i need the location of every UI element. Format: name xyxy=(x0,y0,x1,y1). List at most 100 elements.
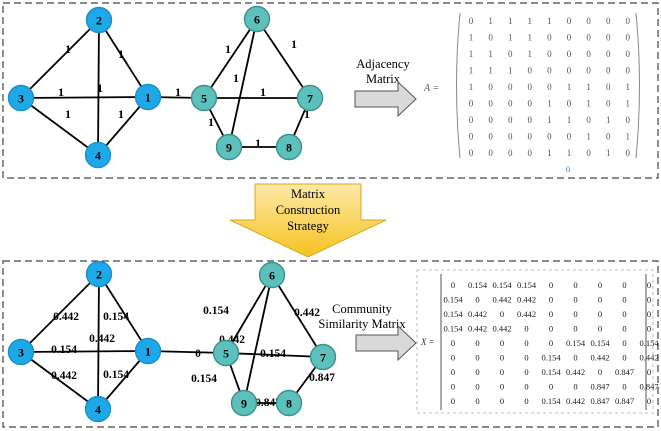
adjacency-matrix-cell: 0 xyxy=(567,33,572,43)
node-label-2: 2 xyxy=(96,14,102,28)
edge-weight-6-7: 1 xyxy=(291,37,297,51)
adjacency-matrix-cell: 0 xyxy=(547,33,552,43)
edge-6-5 xyxy=(203,18,258,99)
adjacency-matrix-cell: 0 xyxy=(469,99,474,109)
similarity-matrix-cell: 0.847 xyxy=(615,367,634,377)
adjacency-arrow-label-2: Matrix xyxy=(366,72,401,86)
adjacency-matrix-cell: 1 xyxy=(488,66,493,76)
edge-weight-2-4: 0.442 xyxy=(89,333,115,345)
similarity-matrix-cell: 0.154 xyxy=(517,280,537,290)
node-5 xyxy=(212,339,240,367)
similarity-matrix-cell: 0 xyxy=(524,338,528,348)
edge-weight-4-1: 1 xyxy=(118,107,124,121)
node-label-8: 8 xyxy=(286,141,292,155)
edge-6-7 xyxy=(256,18,311,99)
similarity-matrix-cell: 0 xyxy=(500,396,504,406)
similarity-matrix-cell: 0 xyxy=(451,367,455,377)
edge-weight-3-4: 1 xyxy=(65,107,71,121)
node-5 xyxy=(190,84,218,112)
adjacency-matrix-cell: 1 xyxy=(626,99,631,109)
node-8 xyxy=(275,133,303,161)
similarity-matrix-cell: 0 xyxy=(622,280,626,290)
edge-weight-7-8: 1 xyxy=(304,107,310,121)
edge-6-5 xyxy=(225,274,273,354)
adjacency-matrix-cell: 0 xyxy=(469,115,474,125)
adjacency-matrix-cell: 0 xyxy=(508,132,513,142)
adjacency-matrix-cell: 0 xyxy=(567,49,572,59)
adjacency-matrix-cell: 1 xyxy=(626,132,631,142)
adjacency-matrix-cell: 1 xyxy=(469,33,474,43)
node-label-7: 7 xyxy=(320,351,326,365)
construction-arrow: Matrix Construction Strategy xyxy=(229,183,387,258)
node-9 xyxy=(230,389,258,417)
node-label-3: 3 xyxy=(18,346,24,360)
similarity-matrix-cell: 0.442 xyxy=(639,353,658,363)
adjacency-matrix-cell: 0 xyxy=(528,132,533,142)
top-panel-frame xyxy=(2,2,659,179)
similarity-matrix-cell: 0.154 xyxy=(468,280,488,290)
edge-2-4 xyxy=(97,19,100,156)
similarity-matrix-cell: 0 xyxy=(549,295,553,305)
adjacency-matrix-cell: 1 xyxy=(528,49,533,59)
adjacency-matrix-cell: 0 xyxy=(547,66,552,76)
node-2 xyxy=(85,6,113,34)
adjacency-matrix-cell: 0 xyxy=(508,115,513,125)
similarity-matrix-cell: 0 xyxy=(475,338,479,348)
similarity-arrow-shape xyxy=(355,324,417,362)
adjacency-arrow: Adjacency Matrix xyxy=(354,57,417,118)
adjacency-matrix-cell: 0 xyxy=(488,115,493,125)
adjacency-matrix-cell: 0 xyxy=(606,33,611,43)
adjacency-matrix-cell: 0 xyxy=(626,148,631,158)
node-6 xyxy=(243,5,271,33)
similarity-matrix-eq: = xyxy=(429,337,434,347)
adjacency-matrix-cell: 1 xyxy=(547,148,552,158)
adjacency-matrix-eq: = xyxy=(433,83,439,94)
adjacency-matrix-cell: 0 xyxy=(606,16,611,26)
adjacency-matrix-cell: 0 xyxy=(508,49,513,59)
adjacency-matrix-cell: 0 xyxy=(508,99,513,109)
similarity-matrix-cell: 0 xyxy=(598,324,602,334)
node-label-2: 2 xyxy=(96,268,102,282)
similarity-matrix-cell: 0.442 xyxy=(492,324,511,334)
similarity-matrix-cell: 0 xyxy=(500,338,504,348)
edge-2-1 xyxy=(98,19,149,98)
adjacency-matrix-cell: 0 xyxy=(508,82,513,92)
adjacency-matrix-cell: 0 xyxy=(606,49,611,59)
adjacency-matrix-cell: 1 xyxy=(508,66,513,76)
construction-label-2: Construction xyxy=(276,203,341,217)
similarity-matrix-cell: 0.154 xyxy=(443,309,463,319)
edge-3-4 xyxy=(20,97,99,156)
node-label-5: 5 xyxy=(201,92,207,106)
similarity-matrix-cell: 0 xyxy=(622,382,626,392)
similarity-matrix-cell: 0 xyxy=(475,353,479,363)
similarity-matrix-cell: 0.442 xyxy=(566,396,585,406)
adjacency-matrix-cell: 1 xyxy=(528,16,533,26)
node-2 xyxy=(85,260,113,288)
similarity-matrix-cell: 0.442 xyxy=(517,309,536,319)
construction-label-1: Matrix xyxy=(291,187,326,201)
adjacency-matrix-cell: 1 xyxy=(547,115,552,125)
similarity-matrix-cell: 0 xyxy=(647,280,651,290)
similarity-matrix-cell: 0.847 xyxy=(615,396,634,406)
node-label-8: 8 xyxy=(286,397,292,411)
node-label-6: 6 xyxy=(254,13,260,27)
node-9 xyxy=(215,133,243,161)
similarity-matrix-cell: 0.154 xyxy=(541,353,561,363)
similarity-matrix-cell: 0 xyxy=(622,309,626,319)
similarity-matrix-cell: 0 xyxy=(475,396,479,406)
adjacency-matrix-cell: 0 xyxy=(547,82,552,92)
adjacency-matrix-cell: 0 xyxy=(528,99,533,109)
adjacency-matrix-cell: 0 xyxy=(567,16,572,26)
similarity-matrix-cell: 0 xyxy=(475,295,479,305)
edge-weight-1-5: 1 xyxy=(175,85,181,99)
similarity-matrix-cell: 0 xyxy=(622,353,626,363)
edge-weight-6-9: 1 xyxy=(233,71,239,85)
edge-weight-7-8: 0.847 xyxy=(309,372,335,384)
edge-weight-4-1: 0.154 xyxy=(103,369,129,381)
adjacency-matrix-cell: 0 xyxy=(586,16,591,26)
similarity-matrix-cell: 0.442 xyxy=(566,367,585,377)
similarity-matrix-cell: 0 xyxy=(475,382,479,392)
similarity-matrix-cell: 0 xyxy=(598,309,602,319)
